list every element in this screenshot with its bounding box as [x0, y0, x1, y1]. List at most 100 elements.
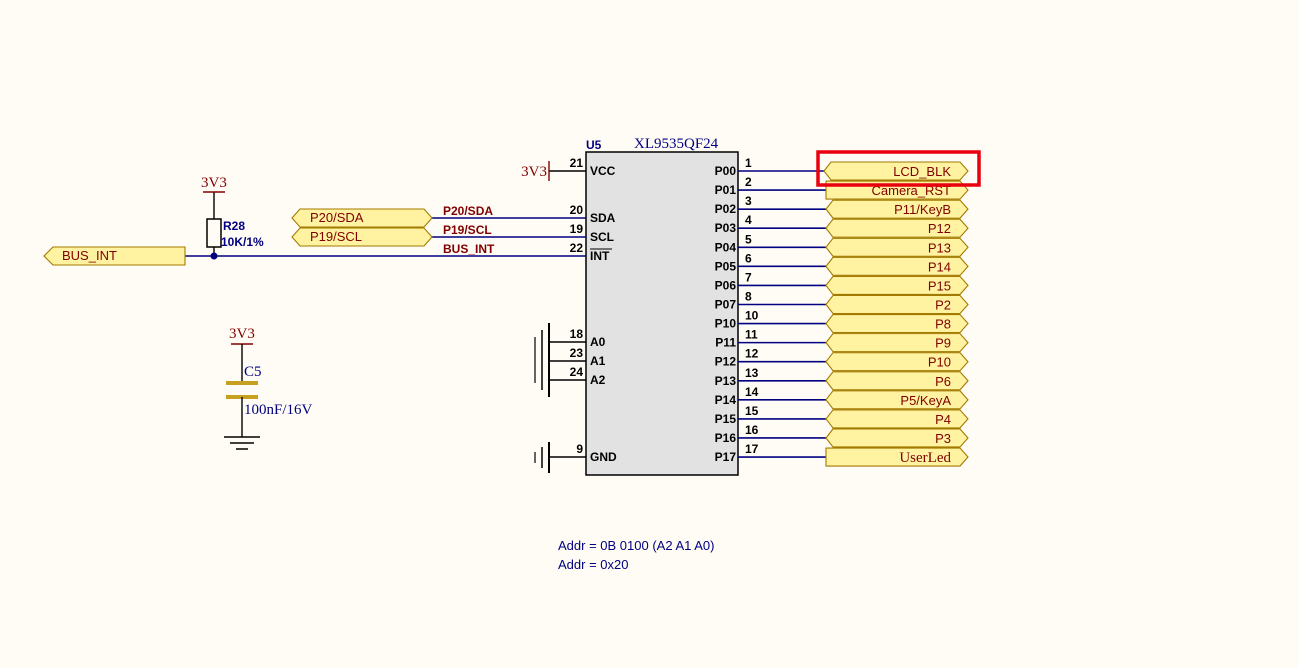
- capacitor-c5[interactable]: [224, 343, 260, 450]
- chip-pin-name: SCL: [590, 230, 614, 244]
- port-label: P11/KeyB: [894, 202, 951, 217]
- port-sda[interactable]: P20/SDA: [291, 208, 433, 228]
- net-label-scl: P19/SCL: [443, 223, 492, 237]
- port-userled[interactable]: UserLed: [825, 447, 969, 467]
- port-p13[interactable]: P13: [825, 237, 969, 257]
- chip-pin-number: 5: [745, 232, 752, 246]
- chip-pin-number: 24: [570, 365, 584, 379]
- net-label-int: BUS_INT: [443, 242, 495, 256]
- chip-pin-name: SDA: [590, 211, 616, 225]
- port-p14[interactable]: P14: [825, 256, 969, 276]
- chip-pin-number: 7: [745, 270, 752, 284]
- vcc-power-label: 3V3: [521, 164, 547, 180]
- address-note-hex: Addr = 0x20: [558, 557, 628, 572]
- chip-pin-name: P11: [715, 336, 736, 350]
- chip-pin-name: P14: [715, 393, 737, 407]
- chip-pin-name: P05: [715, 259, 737, 273]
- highlight-box: [816, 150, 981, 187]
- port-p5-keya[interactable]: P5/KeyA: [825, 390, 969, 410]
- port-label: P4: [935, 412, 951, 427]
- chip-pin-name: INT: [590, 249, 610, 263]
- chip-part-number: XL9535QF24: [634, 136, 719, 152]
- chip-pin-number: 9: [576, 442, 583, 456]
- port-p11-keyb[interactable]: P11/KeyB: [825, 199, 969, 219]
- chip-pin-name: A2: [590, 373, 606, 387]
- port-p4[interactable]: P4: [825, 409, 969, 429]
- port-bus-int[interactable]: BUS_INT: [43, 246, 186, 266]
- chip-pin-name: P07: [715, 297, 737, 311]
- chip-right-pins: P001P012P023P034P045P056P067P078P1010P11…: [715, 156, 759, 464]
- chip-pin-name: P02: [715, 202, 737, 216]
- chip-pin-name: P10: [715, 317, 737, 331]
- capacitor-value: 100nF/16V: [244, 402, 313, 418]
- port-label: P14: [928, 259, 951, 274]
- chip-pin-number: 4: [745, 213, 752, 227]
- chip-designator: U5: [586, 138, 602, 152]
- port-scl[interactable]: P19/SCL: [291, 227, 433, 247]
- chip-pin-name: P06: [715, 278, 737, 292]
- port-p10[interactable]: P10: [825, 352, 969, 372]
- chip-pin-number: 6: [745, 251, 752, 265]
- chip-u5-body: [585, 151, 739, 476]
- gnd-pin-ground-symbol: [534, 442, 586, 473]
- chip-pin-number: 23: [570, 346, 584, 360]
- port-label: Camera_RST: [872, 183, 952, 198]
- port-label: P6: [935, 374, 951, 389]
- chip-pin-number: 21: [570, 156, 584, 170]
- resistor-r28[interactable]: [203, 191, 225, 260]
- chip-pin-name: P16: [715, 431, 737, 445]
- chip-pin-number: 1: [745, 156, 752, 170]
- chip-pin-name: P00: [715, 164, 737, 178]
- chip-pin-number: 10: [745, 309, 759, 323]
- resistor-value: 10K/1%: [221, 235, 264, 249]
- port-p8[interactable]: P8: [825, 314, 969, 334]
- port-scl-label: P19/SCL: [310, 229, 362, 244]
- port-label: P10: [928, 355, 951, 370]
- chip-pin-number: 20: [570, 203, 584, 217]
- chip-pin-name: P12: [715, 355, 737, 369]
- chip-pin-name: A1: [590, 354, 606, 368]
- port-label: P5/KeyA: [900, 393, 951, 408]
- chip-pin-name: P17: [715, 450, 737, 464]
- right-wires: [738, 170, 826, 458]
- address-note-binary: Addr = 0B 0100 (A2 A1 A0): [558, 538, 714, 553]
- port-p9[interactable]: P9: [825, 333, 969, 353]
- port-label: UserLed: [899, 450, 951, 466]
- chip-pin-name: P03: [715, 221, 737, 235]
- resistor-power-label: 3V3: [201, 175, 227, 191]
- port-p3[interactable]: P3: [825, 428, 969, 448]
- chip-pin-number: 14: [745, 385, 759, 399]
- chip-pin-number: 3: [745, 194, 752, 208]
- port-bus-int-label: BUS_INT: [62, 248, 117, 263]
- port-sda-label: P20/SDA: [310, 210, 364, 225]
- port-label: P15: [928, 278, 951, 293]
- chip-pin-number: 22: [570, 241, 584, 255]
- chip-pin-name: VCC: [590, 164, 616, 178]
- chip-pin-number: 18: [570, 327, 584, 341]
- net-label-sda: P20/SDA: [443, 204, 493, 218]
- port-label: P9: [935, 336, 951, 351]
- address-pins-ground-symbol: [534, 323, 586, 397]
- chip-pin-number: 12: [745, 347, 759, 361]
- port-p15[interactable]: P15: [825, 275, 969, 295]
- port-label: P12: [928, 221, 951, 236]
- capacitor-power-label: 3V3: [229, 326, 255, 342]
- chip-pin-number: 13: [745, 366, 759, 380]
- port-p12[interactable]: P12: [825, 218, 969, 238]
- port-label: LCD_BLK: [893, 164, 951, 179]
- capacitor-ref: C5: [244, 364, 262, 380]
- chip-pin-name: P13: [715, 374, 737, 388]
- chip-pin-name: P01: [715, 183, 737, 197]
- port-lcd-blk[interactable]: LCD_BLK: [823, 161, 969, 181]
- chip-pin-name: P15: [715, 412, 737, 426]
- port-p6[interactable]: P6: [825, 371, 969, 391]
- chip-pin-number: 15: [745, 404, 759, 418]
- chip-pin-name: A0: [590, 335, 606, 349]
- chip-pin-number: 16: [745, 423, 759, 437]
- right-ports: LCD_BLKCamera_RSTP11/KeyBP12P13P14P15P2P…: [823, 161, 969, 467]
- chip-pin-name: P04: [715, 240, 737, 254]
- chip-pin-name: GND: [590, 450, 617, 464]
- port-p2[interactable]: P2: [825, 294, 969, 315]
- chip-pin-number: 2: [745, 175, 752, 189]
